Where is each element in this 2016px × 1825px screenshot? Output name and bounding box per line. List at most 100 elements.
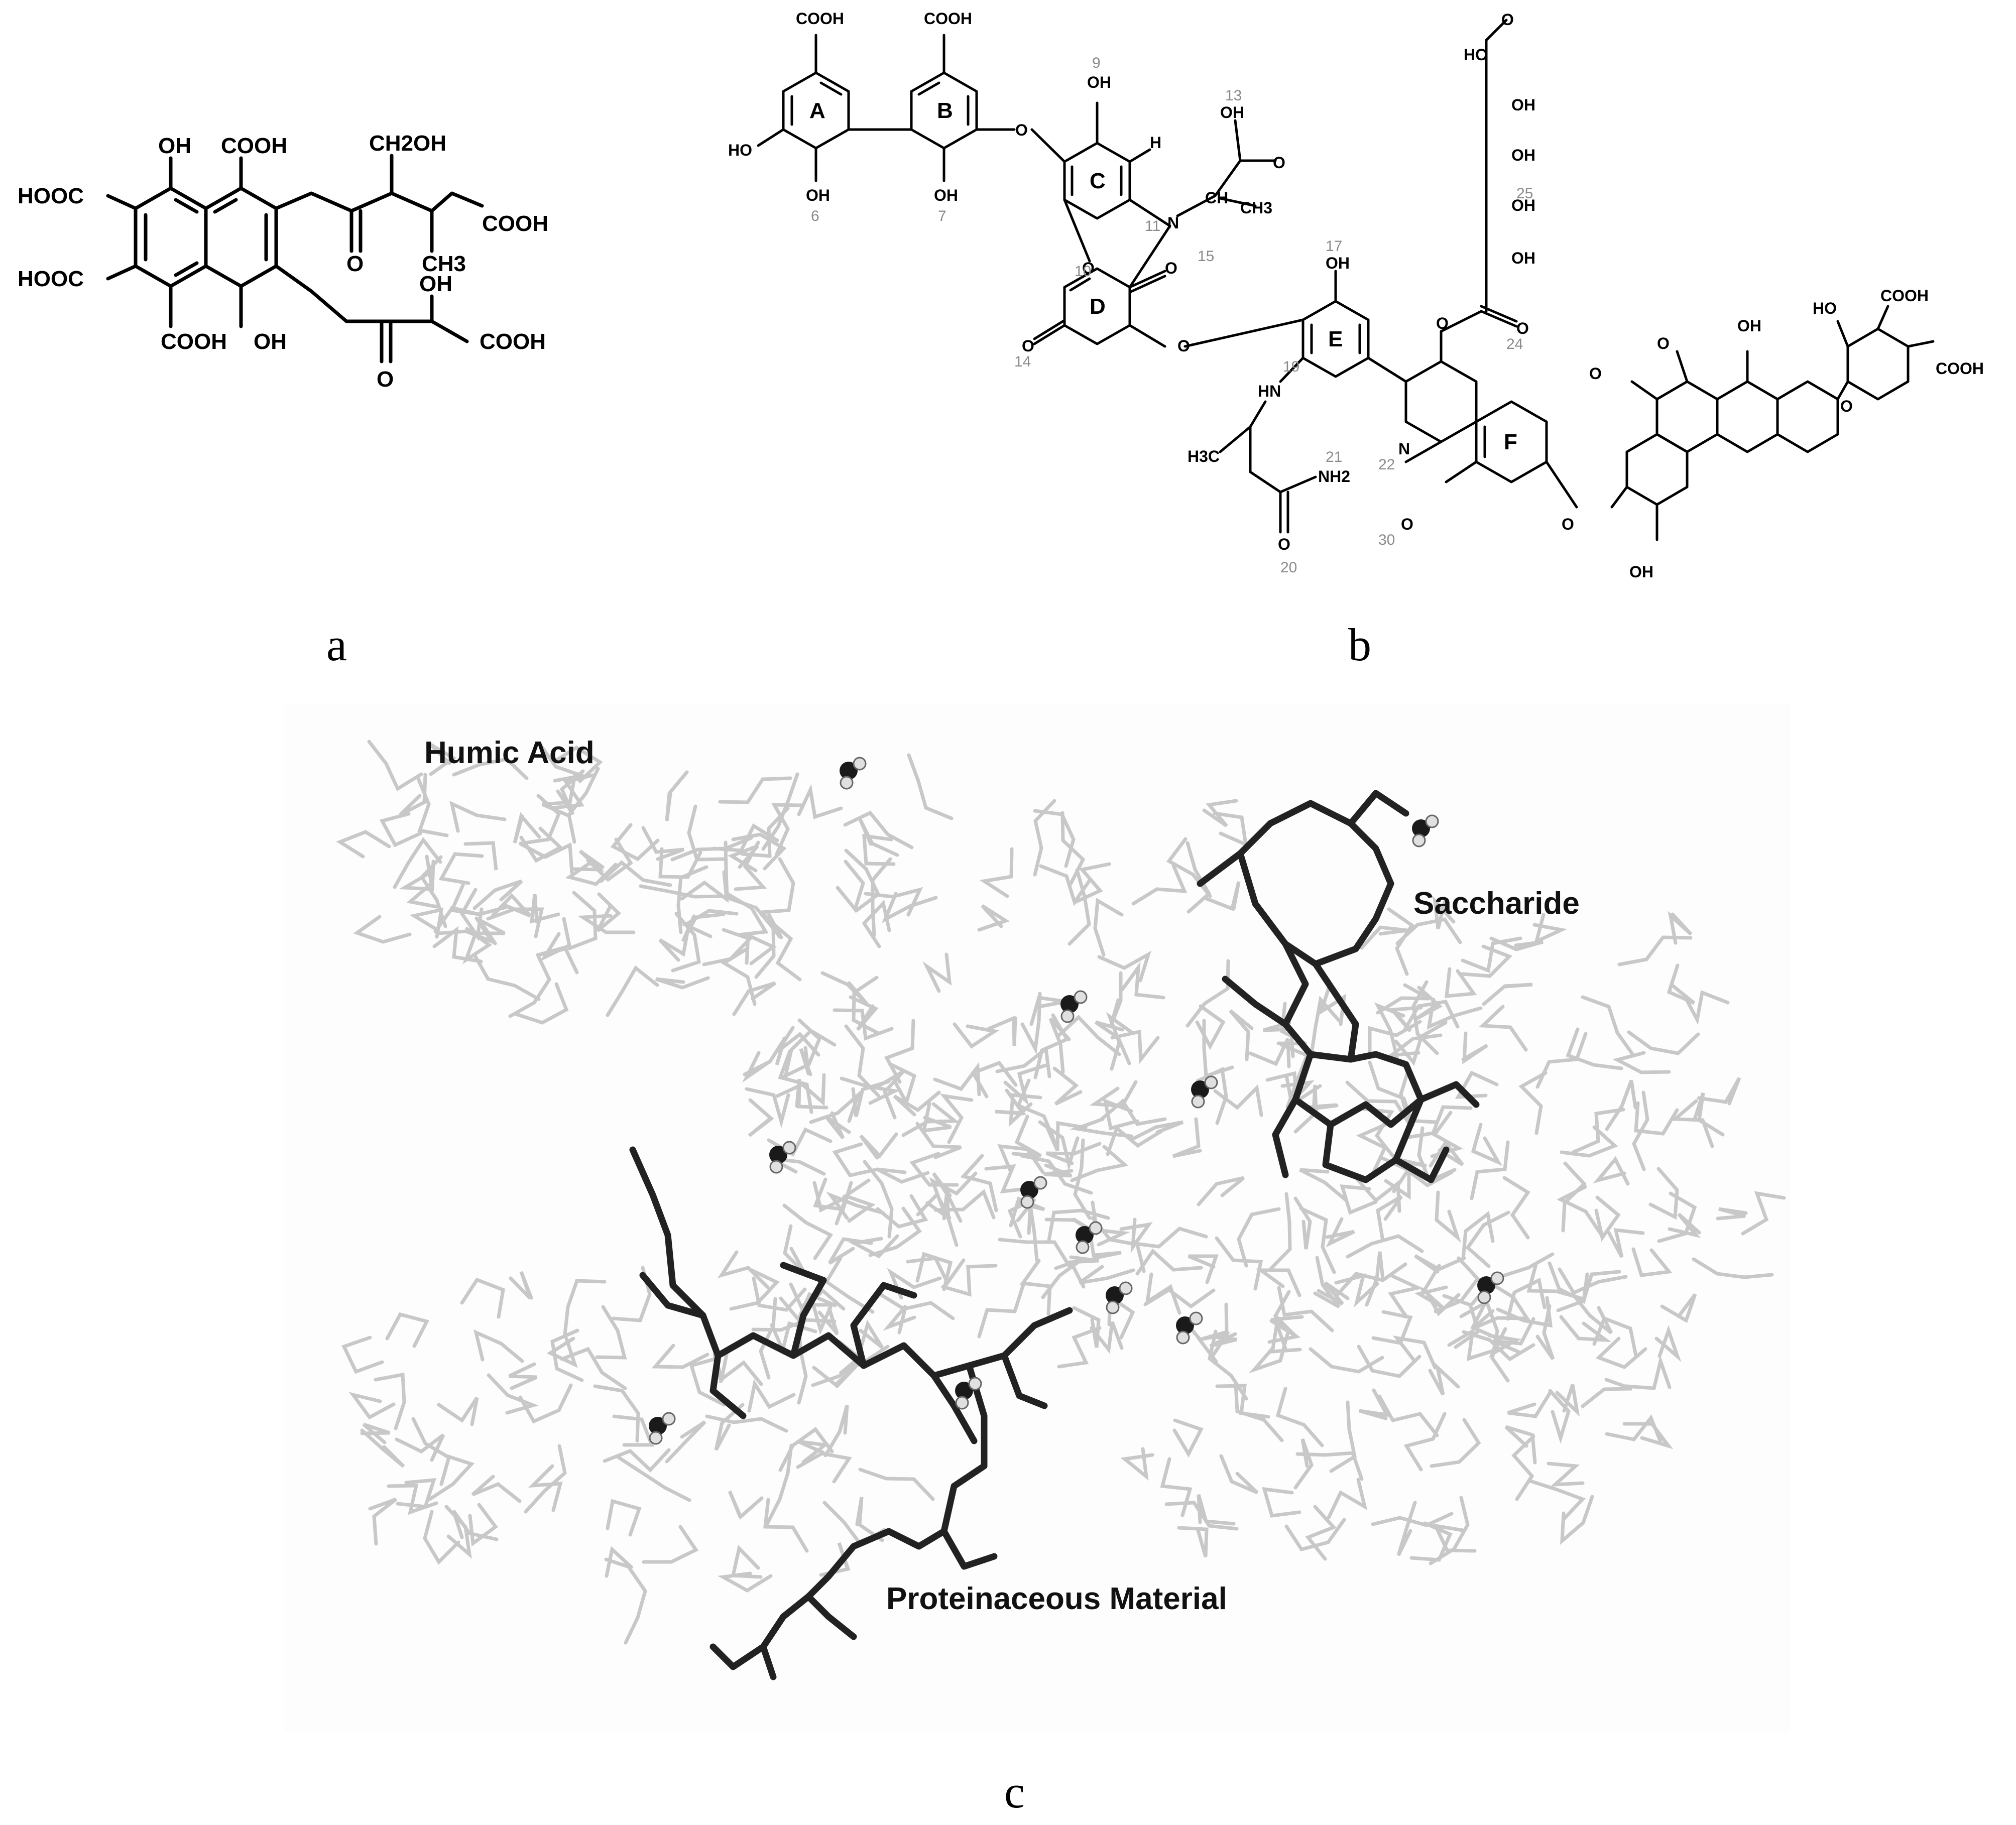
humic-acid-frame (336, 740, 1786, 1645)
humic-acid-bond (1396, 1501, 1417, 1556)
humic-acid-bond (761, 772, 799, 851)
water-oxygen (769, 1146, 787, 1164)
humic-acid-bond (1507, 1391, 1552, 1418)
water-hydrogen (968, 1377, 982, 1391)
humic-acid-bond (1229, 1009, 1254, 1061)
group-label: O (1165, 259, 1177, 277)
humic-acid-bond (395, 1433, 445, 1462)
humic-acid-bond (843, 810, 914, 849)
group-label: OH (158, 134, 191, 158)
humic-acid-bond (1377, 1394, 1439, 1437)
humic-acid-bond (595, 1305, 627, 1360)
humic-acid-bond (1624, 1355, 1672, 1390)
humic-acid-bond (437, 1397, 479, 1426)
humic-acid-bond (379, 812, 422, 847)
humic-acid-bond (1293, 1084, 1318, 1134)
humic-acid-bond (759, 1297, 777, 1380)
group-label: O (377, 367, 394, 392)
humic-acid-bond (651, 1344, 709, 1369)
water-molecules (649, 757, 1504, 1445)
humic-acid-bond (406, 855, 439, 909)
humic-acid-bond (1492, 1317, 1535, 1354)
humic-acid-bond (1427, 998, 1483, 1030)
group-label: OH (1511, 249, 1535, 267)
humic-acid-bond (513, 812, 541, 843)
humic-acid-bond (1109, 971, 1123, 1028)
humic-acid-bond (1387, 907, 1414, 976)
humic-acid-bond (475, 918, 506, 945)
humic-acid-bond (984, 1164, 1032, 1194)
molecular-model: Humic Acid Saccharide Proteinaceous Mate… (284, 703, 1790, 1732)
humic-acid-bond (593, 1384, 640, 1443)
humic-acid-bond (1041, 1257, 1084, 1299)
humic-acid-bond (1097, 950, 1151, 983)
humic-acid-bond (606, 1499, 642, 1537)
humic-acid-bond (452, 757, 529, 780)
humic-acid-bond (997, 1144, 1045, 1174)
humic-acid-bond (433, 906, 479, 933)
humic-acid-bond (1634, 1101, 1679, 1136)
atom-number: 19 (1283, 358, 1299, 375)
humic-acid-bond (1399, 1066, 1438, 1124)
humic-acid-bond (1185, 959, 1230, 1028)
water-hydrogen (1490, 1271, 1504, 1285)
humic-acid-bond (797, 784, 843, 819)
atom-number: 21 (1326, 449, 1342, 465)
group-label: O (1015, 121, 1028, 139)
humic-acid-bond (1346, 1234, 1424, 1259)
humic-acid-bond (1506, 1277, 1547, 1321)
humic-acid-bond (1307, 1103, 1339, 1111)
humic-acid-bond (1593, 1156, 1630, 1186)
ring-label: A (809, 98, 825, 123)
humic-acid-bond (868, 1206, 922, 1257)
humic-acid-bond (409, 907, 444, 939)
humic-acid-bond (1411, 980, 1439, 1055)
humic-acid-bond (438, 852, 484, 885)
humic-acid-bond (1318, 984, 1347, 1026)
group-label: OH (419, 272, 452, 296)
humic-acid-bond (718, 776, 792, 804)
humic-acid-bond (768, 1036, 787, 1066)
humic-acid-bond (1027, 1205, 1039, 1262)
group-label: COOH (796, 10, 844, 28)
group-label: OH (1087, 73, 1111, 91)
humic-acid-bond (1068, 868, 1091, 946)
water-hydrogen (1189, 1311, 1203, 1325)
atom-number: 14 (1014, 353, 1031, 370)
humic-acid-bond (1692, 1257, 1774, 1279)
humic-acid-bond (1461, 936, 1522, 973)
humic-acid-bond (1215, 1236, 1263, 1291)
humic-acid-bond (1697, 1077, 1741, 1106)
humic-acid-bond (977, 904, 1010, 932)
group-label: O (346, 252, 364, 276)
humic-acid-bond (1131, 864, 1188, 906)
humic-acid-bond (687, 804, 727, 862)
humic-acid-bond (987, 1015, 1017, 1046)
humic-acid-bond (1605, 1079, 1637, 1131)
group-label: N (1167, 214, 1179, 232)
humic-acid-bond (1327, 1478, 1368, 1520)
atom-number: 22 (1378, 456, 1395, 473)
humic-acid-bond (472, 953, 541, 1001)
humic-acid-bond (1317, 1281, 1350, 1306)
group-label: H (1150, 134, 1161, 152)
humic-acid-bond (1090, 1321, 1124, 1354)
group-label: COOH (161, 329, 227, 354)
humic-acid-bond (799, 1046, 812, 1076)
humic-acid-bond (1356, 1123, 1387, 1175)
group-label: HOOC (18, 184, 84, 208)
humic-acid-bond (1371, 1310, 1413, 1345)
group-label: HN (1258, 382, 1281, 400)
humic-acid-bond (360, 1428, 405, 1468)
humic-acid-bond (878, 1292, 955, 1320)
humic-acid-bond (840, 1076, 901, 1105)
humic-acid-bond (1197, 1494, 1236, 1526)
humic-acid-bond (1566, 1027, 1623, 1070)
humic-acid-bond (862, 833, 896, 866)
humic-acid-bond (1219, 1454, 1259, 1495)
humic-acid-bond (681, 912, 726, 942)
proteinaceous-frame (629, 1146, 1073, 1680)
humic-acid-bond (1277, 1286, 1334, 1332)
humic-acid-bond (771, 803, 804, 856)
